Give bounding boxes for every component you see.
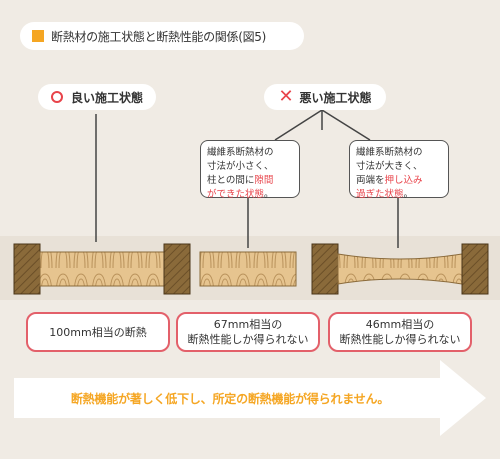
- note-gap-highlight: 隙間: [254, 175, 274, 186]
- bottom-arrow: [14, 360, 486, 436]
- bad-label-pill: ✕ 悪い施工状態: [264, 84, 386, 110]
- bottom-message: 断熱機能が著しく低下し、所定の断熱機能が得られません。: [70, 392, 390, 406]
- circle-icon: [50, 91, 63, 103]
- note-squeeze-highlight: 押し込み: [384, 175, 423, 186]
- bad-label: 悪い施工状態: [299, 90, 372, 105]
- result-squeeze-line1: 46mm相当の: [365, 318, 435, 331]
- result-good-text: 100mm相当の断熱: [49, 325, 147, 339]
- note-squeeze-line2: 寸法が大きく、: [356, 161, 423, 172]
- result-squeeze: 46mm相当の 断熱性能しか得られない: [328, 312, 472, 352]
- insulation-squeezed: [337, 253, 463, 285]
- note-gap-line2: 寸法が小さく、: [207, 161, 274, 172]
- note-squeeze: 繊維系断熱材の 寸法が大きく、 両端を押し込み 過ぎた状態。: [349, 140, 449, 200]
- result-good: 100mm相当の断熱: [26, 312, 170, 352]
- title-pill: 断熱材の施工状態と断熱性能の関係(図5): [20, 22, 304, 50]
- title-square-icon: [32, 30, 44, 42]
- bad-connector-right: [321, 109, 371, 141]
- result-squeeze-line2: 断熱性能しか得られない: [339, 333, 461, 346]
- note-gap-line4: 。: [264, 189, 274, 200]
- note-squeeze-highlight2: 過ぎた状態: [356, 189, 404, 200]
- stud-good-left: [13, 243, 41, 295]
- note-gap-highlight2: ができた状態: [207, 189, 265, 200]
- good-label: 良い施工状態: [70, 90, 143, 105]
- bad-connector-left: [274, 109, 323, 141]
- page-title: 断熱材の施工状態と断熱性能の関係(図5): [51, 29, 266, 44]
- note-gap-line3: 柱との間に: [207, 175, 255, 186]
- good-label-pill: 良い施工状態: [38, 84, 156, 110]
- stud-squeeze-left: [311, 243, 339, 295]
- cross-icon: ✕: [278, 86, 294, 107]
- note-gap: 繊維系断熱材の 寸法が小さく、 柱との間に隙間 ができた状態。: [200, 140, 300, 200]
- note-gap-line1: 繊維系断熱材の: [207, 147, 274, 158]
- note-squeeze-line3: 両端を: [356, 175, 385, 186]
- result-gap-line2: 断熱性能しか得られない: [187, 333, 309, 346]
- result-gap: 67mm相当の 断熱性能しか得られない: [176, 312, 320, 352]
- note-squeeze-line1: 繊維系断熱材の: [356, 147, 423, 158]
- stud-squeeze-right: [461, 243, 489, 295]
- note-squeeze-line4: 。: [403, 189, 414, 200]
- insulation-gap: [199, 251, 297, 287]
- stud-good-right: [163, 243, 191, 295]
- insulation-good: [39, 251, 165, 287]
- result-gap-line1: 67mm相当の: [213, 318, 283, 331]
